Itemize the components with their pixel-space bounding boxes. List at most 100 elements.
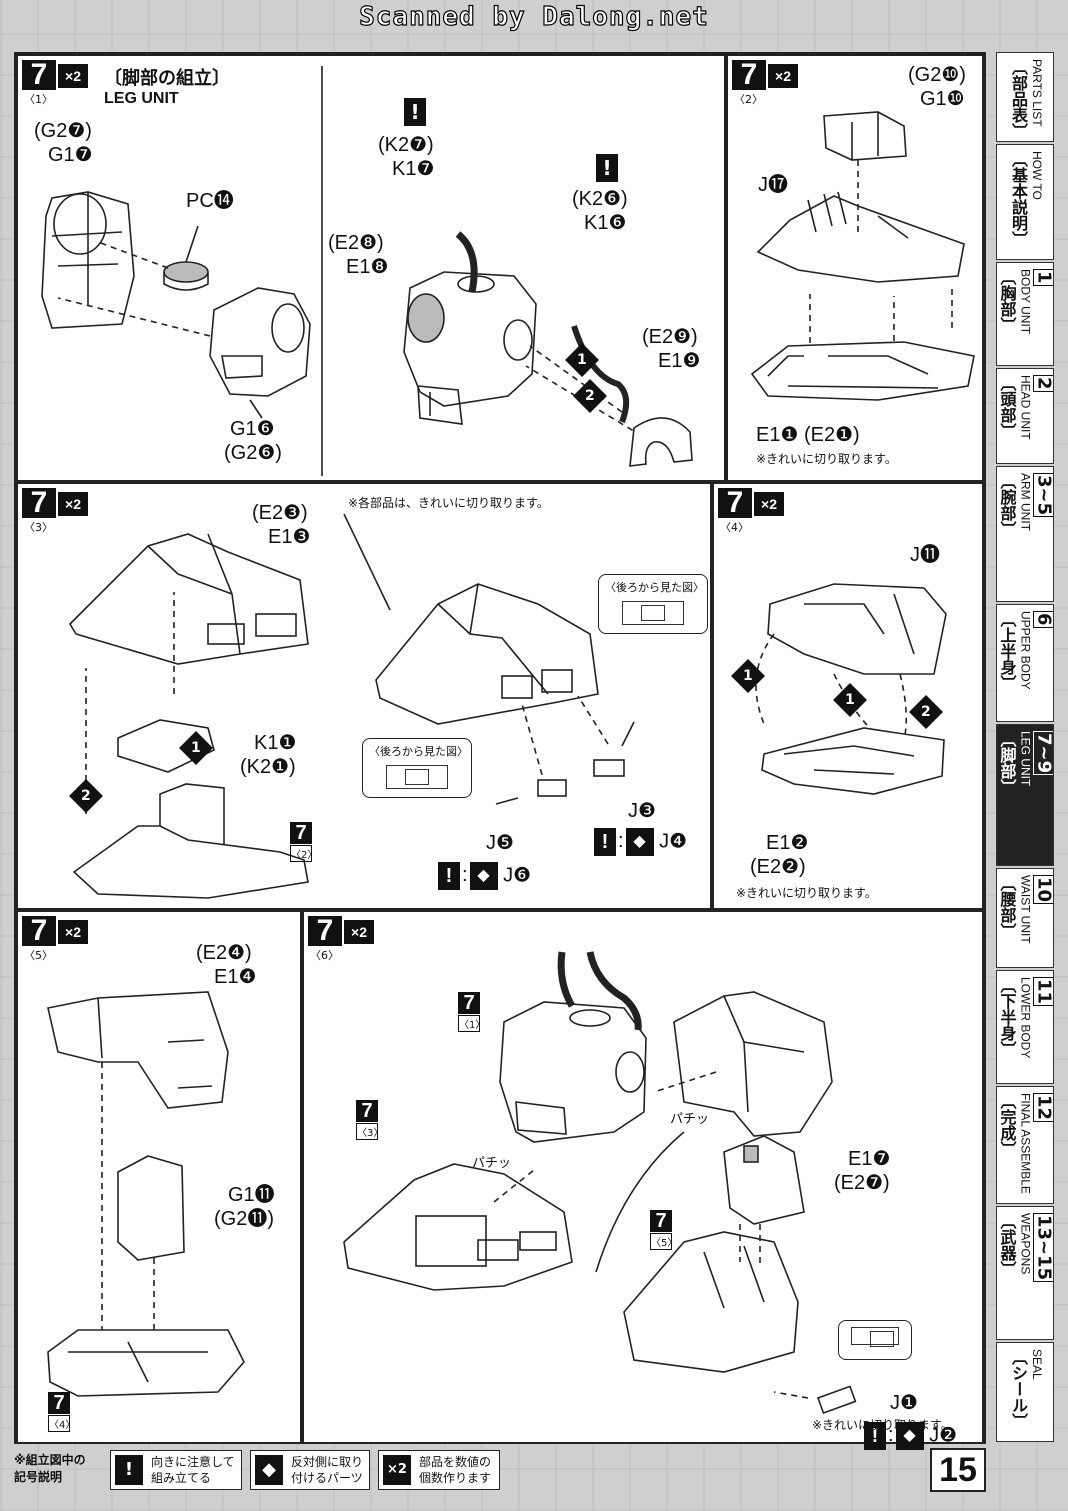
label-g1-6: G1❻ — [230, 418, 275, 440]
multiplier-icon: ×2 — [383, 1455, 411, 1485]
label-j11: J⓫ — [910, 544, 940, 566]
label-j1: J❶ — [890, 1392, 918, 1414]
leg-final-line-art — [343, 951, 857, 1415]
step-badge: 7 ×2 〈1〉 — [22, 60, 96, 106]
label-e1-4: E1❹ — [214, 966, 257, 988]
orientation-warning-icon: ! — [596, 154, 618, 182]
step-badge: 7 ×2 〈3〉 — [22, 488, 96, 534]
label-e2-3: (E2❸) — [252, 502, 308, 524]
step-number: 7 — [22, 60, 56, 90]
click-sound-label: パチッ — [472, 1156, 512, 1171]
label-k2-7: (K2❼) — [378, 134, 434, 156]
mirror-part-icon: ◆ — [469, 862, 498, 890]
step-number: 7 — [22, 916, 56, 946]
foot-frame-line-art — [750, 111, 975, 401]
label-j17: J⓱ — [758, 174, 788, 196]
label-e1-1-e2-1: E1❶ (E2❶) — [756, 424, 860, 446]
label-g1-11: G1⓫ — [228, 1184, 275, 1206]
label-k1-7: K1❼ — [392, 158, 435, 180]
step-badge: 7 ×2 〈6〉 — [308, 916, 382, 962]
step-substep: 〈2〉 — [734, 93, 763, 106]
ankle-guard-line-art — [47, 991, 245, 1397]
mirror-part-icon: ◆ — [895, 1422, 924, 1450]
step-substep: 〈6〉 — [310, 949, 339, 962]
step-7-5: 7 ×2 〈5〉 (E2❹) E1❹ G1⓫ (G2⓫) 7 〈4〉 — [16, 910, 302, 1444]
multiplier-badge: ×2 — [754, 492, 784, 516]
section-title-en: LEG UNIT — [104, 90, 179, 107]
step-7-3: 7 ×2 〈3〉 ※各部品は、きれいに切り取ります。 — [16, 482, 712, 910]
rear-view-inset: 〈後ろから見た図〉 — [598, 574, 708, 634]
cut-cleanly-note: ※きれいに切り取ります。 — [736, 886, 877, 900]
legend-item-orientation: ! 向きに注意して組み立てる — [110, 1450, 242, 1490]
step-substep: 〈3〉 — [24, 521, 53, 534]
click-sound-label: パチッ — [670, 1112, 710, 1127]
rear-view-inset — [838, 1320, 912, 1360]
label-g1-7: G1❼ — [48, 144, 93, 166]
orientation-warning-icon: ! — [864, 1422, 886, 1450]
symbol-legend: ※組立図中の記号説明 ! 向きに注意して組み立てる ◆ 反対側に取り付けるパーツ… — [14, 1448, 930, 1494]
step-7-2: 7 ×2 〈2〉 (G2❿) G1❿ J⓱ E1❶ (E2❶) ※きれいに切り取… — [726, 54, 984, 482]
instruction-sheet: 7 ×2 〈1〉 〔脚部の組立〕 LEG UNIT — [14, 52, 986, 1450]
step-substep: 〈4〉 — [720, 521, 749, 534]
label-k1-1: K1❶ — [254, 732, 297, 754]
cut-cleanly-note: ※きれいに切り取ります。 — [756, 452, 897, 466]
orientation-warning-icon: ! — [594, 828, 616, 856]
legend-item-multiplier: ×2 部品を数値の個数作ります — [378, 1450, 500, 1490]
step-substep: 〈1〉 — [24, 93, 53, 106]
step-number: 7 — [718, 488, 752, 518]
label-e2-4: (E2❹) — [196, 942, 252, 964]
step-7-6: 7 ×2 〈6〉 — [302, 910, 984, 1450]
cut-cleanly-note: ※きれいに切り取ります。 — [812, 1418, 953, 1432]
step-7-1: 7 ×2 〈1〉 〔脚部の組立〕 LEG UNIT — [16, 54, 726, 482]
legend-lead: ※組立図中の記号説明 — [14, 1453, 86, 1484]
label-e1-8: E1❽ — [346, 256, 389, 278]
step-7-4: 7 ×2 〈4〉 J⓫ 1 1 2 E1❷ (E2❷) ※きれいに切り取ります。 — [712, 482, 984, 910]
mirror-part-j6: !:◆ J❻ — [438, 862, 531, 890]
label-j5: J❺ — [486, 832, 514, 854]
page-number: 15 — [930, 1448, 986, 1492]
label-g2-10: (G2❿) — [908, 64, 966, 86]
rear-view-inset: 〈後ろから見た図〉 — [362, 738, 472, 798]
label-k1-6: K1❻ — [584, 212, 627, 234]
label-g2-7: (G2❼) — [34, 120, 92, 142]
label-e2-9: (E2❾) — [642, 326, 698, 348]
multiplier-badge: ×2 — [58, 64, 88, 88]
reference-step-badge: 7 〈2〉 — [290, 822, 318, 862]
label-e2-8: (E2❽) — [328, 232, 384, 254]
tab-parts-list[interactable]: 〔部品表〕PARTS LIST — [996, 52, 1054, 142]
step-number: 7 — [732, 60, 766, 90]
tab-seal[interactable]: 〔シール〕SEAL — [996, 1342, 1054, 1442]
step-badge: 7 ×2 〈5〉 — [22, 916, 96, 962]
knee-armor-line-art — [68, 513, 635, 899]
label-e1-7: E1❼ — [848, 1148, 891, 1170]
mirror-part-j2: !:◆ J❷ — [864, 1422, 957, 1450]
label-g2-6: (G2❻) — [224, 442, 282, 464]
label-e2-2: (E2❷) — [750, 856, 806, 878]
multiplier-badge: ×2 — [768, 64, 798, 88]
step-number: 7 — [22, 488, 56, 518]
mirror-part-icon: ◆ — [625, 828, 654, 856]
leg-joint-line-art — [41, 66, 693, 476]
label-e2-7: (E2❼) — [834, 1172, 890, 1194]
step-badge: 7 ×2 〈2〉 — [732, 60, 806, 106]
tab-how-to[interactable]: 〔基本説明〕HOW TO — [996, 144, 1054, 260]
scan-watermark: Scanned by Dalong.net — [359, 1, 709, 32]
mirror-part-icon: ◆ — [255, 1455, 283, 1485]
step-badge: 7 ×2 〈4〉 — [718, 488, 792, 534]
label-j3: J❸ — [628, 800, 656, 822]
label-k2-1: (K2❶) — [240, 756, 296, 778]
orientation-warning-icon: ! — [404, 98, 426, 126]
label-g2-11: (G2⓫) — [214, 1208, 274, 1230]
reference-step-badge: 7 〈5〉 — [650, 1210, 678, 1250]
label-e1-2: E1❷ — [766, 832, 809, 854]
multiplier-badge: ×2 — [58, 920, 88, 944]
